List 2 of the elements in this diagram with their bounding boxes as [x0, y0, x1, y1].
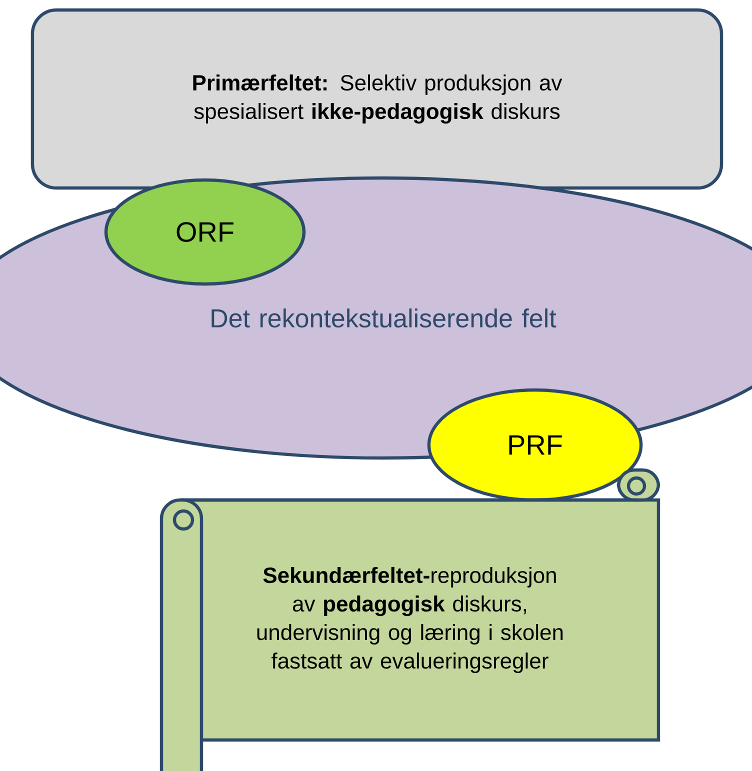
scroll-banner: Sekundærfeltet-reproduksjon av pedagogisk diskurs, undervisning og læring i skolen fastsatt av evalueringsregler — [160, 468, 660, 771]
field-box: Primærfeltet: Selektiv produksjon av spesialisert ikke-pedagogisk diskurs — [30, 8, 724, 190]
